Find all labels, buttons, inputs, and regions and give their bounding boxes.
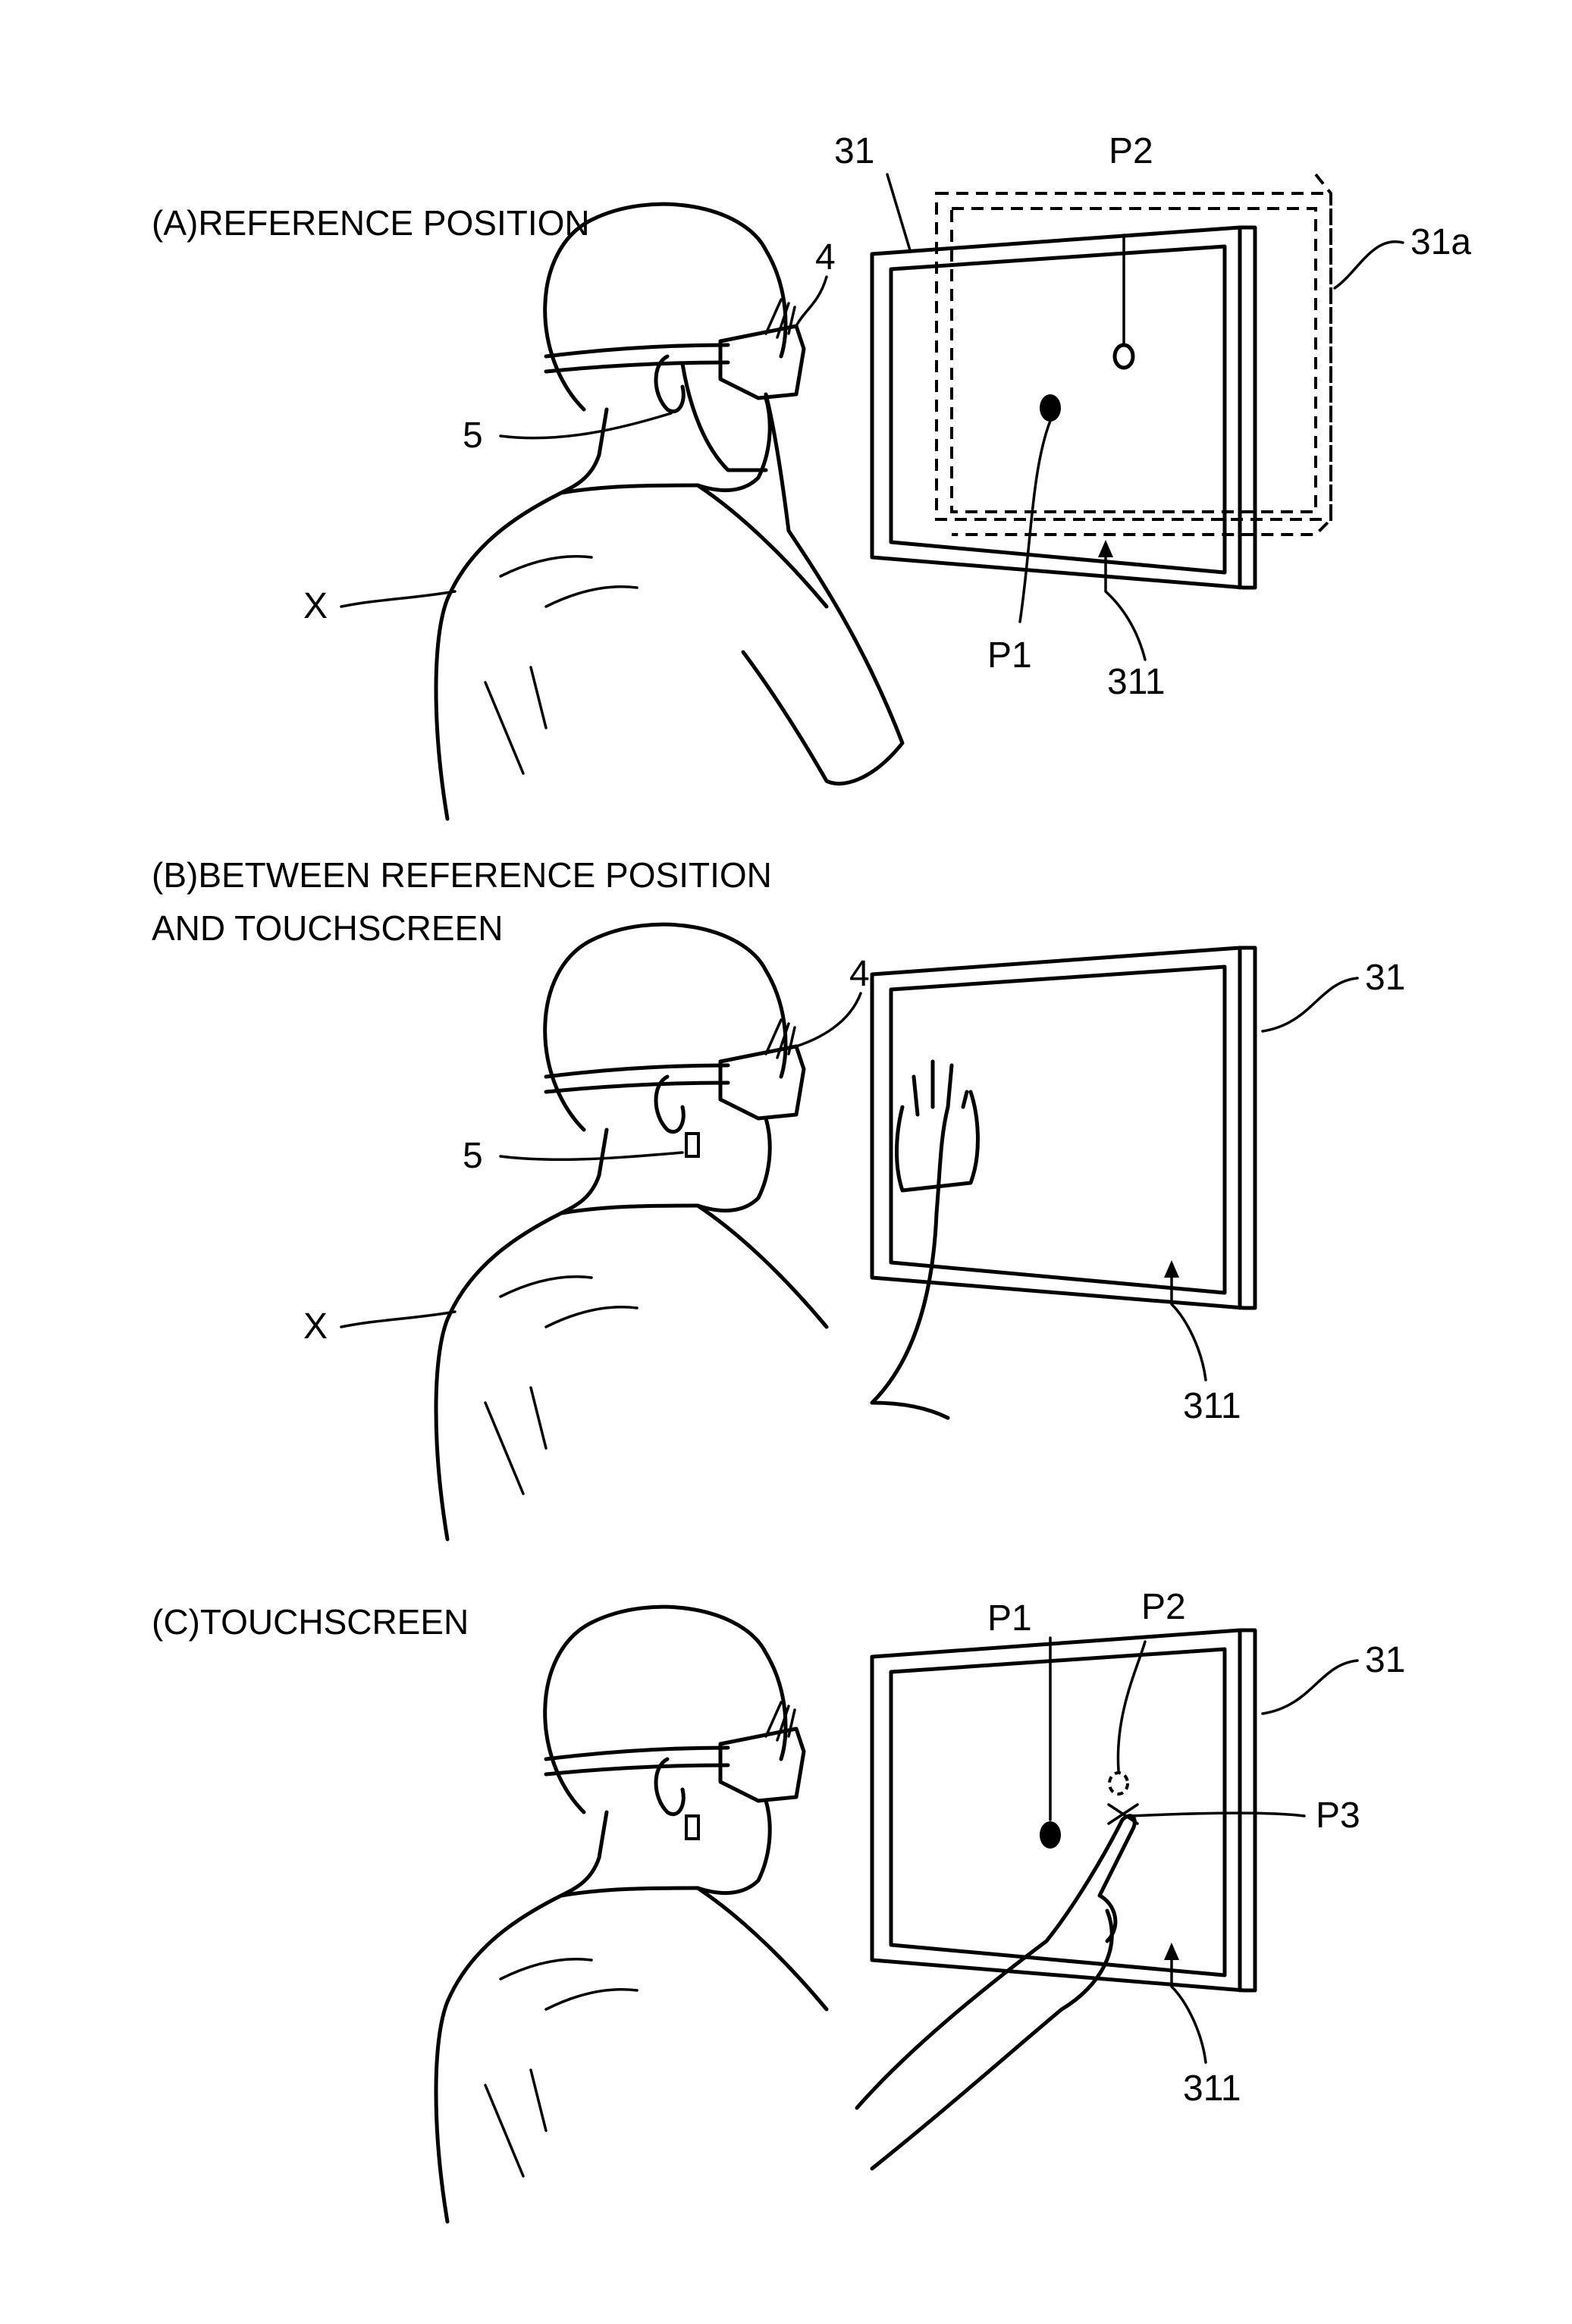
pointing-hand-c [1100, 1816, 1134, 1941]
label-x: X [303, 586, 328, 626]
user-figure-b [436, 924, 827, 1539]
label-p2: P2 [1109, 131, 1153, 171]
label-311-c: 311 [1183, 2068, 1241, 2109]
label-31: 31 [834, 131, 874, 171]
label-4-b-leader [796, 993, 861, 1046]
label-4: 4 [815, 237, 836, 278]
virtual-display-depth [952, 174, 1331, 535]
screen-311-arrowhead [1098, 540, 1113, 557]
panel-b-caption-line2: AND TOUCHSCREEN [152, 908, 503, 948]
point-p1-marker-c [1040, 1821, 1061, 1849]
arm-b-forearm [872, 1403, 948, 1418]
screen-311-arrow-c [1172, 1949, 1206, 2062]
label-31-b: 31 [1365, 958, 1405, 998]
point-p2-marker-c [1109, 1773, 1128, 1794]
panel-c-caption: (C)TOUCHSCREEN [152, 1602, 469, 1642]
display-31-frame-b [872, 948, 1255, 1308]
screen-311-arrowhead-c [1164, 1943, 1179, 1960]
panel-b-caption-line1: (B)BETWEEN REFERENCE POSITION [152, 855, 772, 895]
arm-b [872, 1107, 948, 1403]
label-31-c: 31 [1365, 1640, 1405, 1680]
p3-leader [1130, 1813, 1304, 1816]
panel-a-caption: (A)REFERENCE POSITION [152, 203, 590, 243]
panel-c: (C)TOUCHSCREEN P1 P2 P3 31 311 [152, 1587, 1405, 2222]
label-x-b-leader [341, 1312, 455, 1327]
earphone-c [686, 1816, 698, 1839]
label-p2-c: P2 [1141, 1587, 1186, 1627]
display-31-frame [872, 227, 1255, 588]
label-x-leader [341, 591, 455, 607]
label-31-c-leader [1263, 1661, 1357, 1714]
p1-leader [1020, 421, 1050, 622]
hand-b [897, 1092, 978, 1190]
panel-b: (B)BETWEEN REFERENCE POSITION AND TOUCHS… [152, 855, 1405, 1539]
label-5-b-leader [500, 1153, 682, 1159]
label-5-b: 5 [463, 1136, 483, 1176]
label-31-leader [887, 174, 910, 250]
label-x-b: X [303, 1306, 328, 1347]
label-4-b: 4 [849, 954, 870, 994]
label-5-leader [500, 413, 671, 438]
arm-c-lower [872, 1911, 1112, 2169]
screen-311-b [891, 967, 1225, 1293]
label-31a-leader [1335, 242, 1403, 288]
point-p2-marker [1115, 345, 1133, 368]
label-5: 5 [463, 416, 483, 456]
user-figure-a [436, 204, 827, 819]
label-311: 311 [1107, 662, 1166, 702]
label-31-b-leader [1263, 978, 1357, 1031]
label-p1-c: P1 [987, 1598, 1032, 1639]
fingers-b [914, 1062, 967, 1115]
panel-a: (A)REFERENCE POSITION 31 P2 31a P1 311 4… [152, 131, 1471, 819]
label-31a: 31a [1410, 222, 1471, 262]
point-p1-marker [1040, 394, 1061, 422]
display-31-frame-c [872, 1630, 1255, 1990]
screen-311-arrowhead-b [1164, 1260, 1179, 1278]
label-p1: P1 [987, 635, 1032, 676]
p2-leader-c [1118, 1642, 1145, 1770]
label-4-leader [796, 277, 827, 326]
label-311-b: 311 [1183, 1386, 1241, 1426]
earphone-b [686, 1134, 698, 1156]
label-p3-c: P3 [1316, 1796, 1360, 1836]
screen-311-arrow-b [1172, 1266, 1206, 1380]
user-figure-c [436, 1607, 827, 2222]
